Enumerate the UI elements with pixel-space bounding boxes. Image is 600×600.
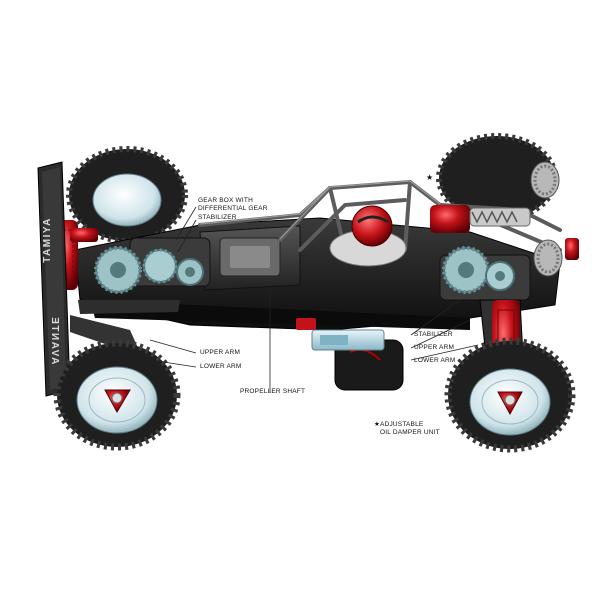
- wheel-bottom-left: [53, 339, 181, 451]
- callout-stabilizer-rear: STABILIZER: [414, 331, 453, 338]
- callout-gearbox-line1: GEAR BOX WITH: [198, 197, 253, 204]
- wheel-bottom-right: [444, 337, 576, 453]
- front-gearbox: [94, 237, 211, 294]
- callout-damper: ★ADJUSTABLE OIL DAMPER UNIT: [374, 421, 440, 436]
- callout-lower-arm-front: LOWER ARM: [200, 363, 242, 370]
- driver-figure: [329, 205, 407, 267]
- callout-lower-arm-rear: LOWER ARM: [414, 357, 456, 364]
- rear-damper-unit: [430, 161, 579, 260]
- callout-upper-arm-front: UPPER ARM: [200, 349, 241, 356]
- callout-gearbox: GEAR BOX WITH DIFFERENTIAL GEAR: [198, 197, 268, 212]
- wing-brand-text: TAMIYA: [42, 217, 53, 263]
- wing-model-text: AVANTE: [49, 316, 60, 365]
- leader-lines: [149, 206, 479, 392]
- callout-damper-line2: OIL DAMPER UNIT: [380, 428, 440, 436]
- star-marker: ★: [426, 173, 434, 182]
- motor-assembly: [296, 318, 404, 391]
- callout-gearbox-line2: DIFFERENTIAL GEAR: [198, 204, 268, 212]
- callout-upper-arm-rear: UPPER ARM: [414, 344, 455, 351]
- rear-gearbox: [439, 239, 563, 301]
- callout-propeller-shaft: PROPELLER SHAFT: [240, 388, 306, 395]
- callout-stabilizer-front: STABILIZER: [198, 214, 237, 221]
- rear-wing: TAMIYA AVANTE: [37, 161, 71, 397]
- wheel-top-left: [66, 146, 188, 244]
- callout-damper-line1: ★ADJUSTABLE: [374, 421, 424, 428]
